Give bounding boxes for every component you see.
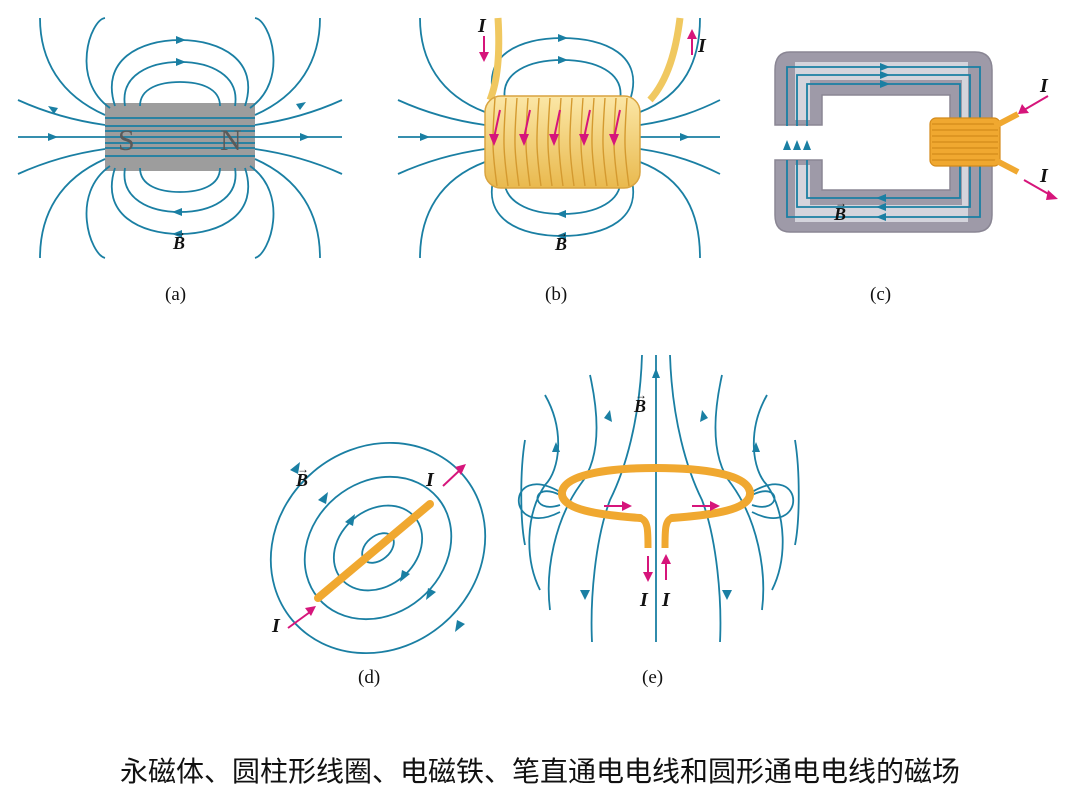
panel-a-bar-magnet: S N B → (a): [17, 17, 343, 305]
panel-d-current-in-arrow: [287, 611, 311, 629]
solenoid-current-arrows: [489, 109, 621, 146]
panel-e-field-lines: [518, 354, 800, 643]
solenoid-lead-left: [486, 17, 503, 102]
electromagnet-lead-top: [993, 111, 1020, 129]
svg-text:→: →: [297, 462, 309, 476]
panel-b-field-label: B: [554, 234, 567, 254]
panel-e-current-in-label: I: [639, 589, 649, 611]
pole-s-label: S: [118, 124, 135, 157]
panel-e-field-arrows: [552, 368, 760, 600]
current-loop-lead-right: [661, 514, 674, 549]
svg-text:→: →: [835, 196, 847, 210]
solenoid-lead-right: [647, 17, 684, 103]
straight-wire: [314, 500, 434, 602]
panel-e-current-out-label: I: [661, 589, 671, 611]
panel-d-field-label: B: [295, 470, 308, 490]
panel-c-field-arrows: [783, 63, 890, 221]
panel-d-current-in-label: I: [271, 615, 281, 637]
iron-core-inner-band: [795, 62, 968, 222]
figure-caption: 永磁体、圆柱形线圈、电磁铁、笔直通电电线和圆形通电电线的磁场: [119, 755, 960, 788]
solenoid-windings: [492, 97, 630, 187]
svg-text:→: →: [635, 388, 647, 402]
panel-d-field-arrows: [290, 462, 465, 632]
panel-e-field-label: B: [633, 396, 646, 416]
pole-n-label: N: [220, 124, 242, 157]
panel-b-label: (b): [545, 284, 567, 305]
panel-c-field-label: B: [833, 204, 846, 224]
current-loop-lead-left: [638, 514, 652, 549]
panel-c-current-in-arrow: [1023, 95, 1049, 111]
panel-a-field-arrows: [48, 36, 310, 238]
panel-e-current-loop: I I B → (e): [518, 354, 800, 688]
current-loop-ring: [558, 463, 754, 522]
electromagnet-lead-bottom: [993, 157, 1020, 175]
panel-c-current-out-label: I: [1039, 165, 1049, 187]
svg-text:→: →: [174, 225, 186, 239]
panel-b-current-in-label: I: [477, 15, 487, 37]
solenoid-coil: [484, 95, 641, 189]
electromagnet-windings: [932, 123, 998, 161]
panel-a-label: (a): [165, 284, 186, 305]
svg-text:→: →: [556, 226, 568, 240]
panel-d-current-out-label: I: [425, 469, 435, 491]
panel-b-current-out-label: I: [697, 35, 707, 57]
panel-c-label: (c): [870, 284, 891, 305]
panel-c-electromagnet: I I B → (c): [774, 51, 1058, 305]
panel-e-label: (e): [642, 667, 663, 688]
panel-b-solenoid: I I B → (b): [397, 15, 721, 305]
panel-a-field-label: B: [172, 233, 185, 253]
panel-d-straight-wire: I I B → (d): [269, 441, 487, 688]
panel-d-label: (d): [358, 667, 380, 688]
panel-b-field-arrows: [420, 34, 690, 240]
panel-c-current-in-label: I: [1039, 75, 1049, 97]
panel-d-current-out-arrow: [442, 469, 461, 487]
